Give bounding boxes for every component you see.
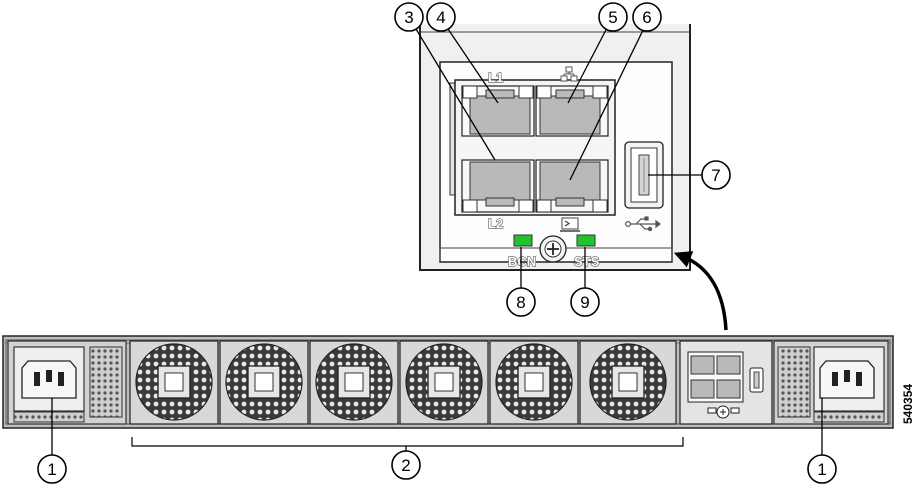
callout-9: 9 [570, 287, 600, 317]
curved-arrow-icon [673, 251, 728, 331]
svg-text:4: 4 [436, 8, 445, 27]
fan-module [399, 340, 489, 425]
chassis-rear-view [2, 335, 894, 429]
port-l2[interactable] [461, 159, 535, 213]
port-l1-label: L1 [488, 70, 503, 85]
beacon-label: BCN [508, 254, 536, 269]
fan-module [489, 340, 579, 425]
svg-text:5: 5 [608, 8, 617, 27]
usb-icon [624, 216, 661, 232]
svg-text:6: 6 [642, 8, 651, 27]
status-led [576, 234, 596, 247]
beacon-led [513, 234, 533, 247]
port-management-ethernet[interactable] [535, 85, 609, 137]
port-l2-label: L2 [488, 216, 503, 231]
fan-module [219, 340, 309, 425]
fan-module [579, 340, 677, 425]
callout-7: 7 [701, 160, 731, 190]
svg-text:8: 8 [516, 293, 525, 312]
svg-text:1: 1 [817, 460, 826, 479]
power-supply-right [773, 340, 889, 425]
console-icon [560, 217, 580, 232]
port-console[interactable] [535, 159, 609, 213]
network-icon [560, 66, 578, 82]
leader-lines [51, 23, 823, 457]
svg-text:9: 9 [580, 293, 589, 312]
callout-4: 4 [426, 2, 456, 32]
power-inlet-left[interactable] [21, 360, 77, 399]
callout-2: 2 [391, 450, 421, 480]
svg-text:2: 2 [401, 456, 410, 475]
status-label: STS [574, 254, 600, 269]
callout-8: 8 [506, 287, 536, 317]
management-module [679, 340, 773, 425]
svg-text:7: 7 [711, 166, 720, 185]
figure-id: 540354 [901, 384, 915, 424]
svg-text:3: 3 [404, 8, 413, 27]
fan-bracket-line [131, 437, 684, 447]
fan-module [129, 340, 219, 425]
fan-module [309, 340, 399, 425]
callout-5: 5 [598, 2, 628, 32]
svg-text:1: 1 [47, 460, 56, 479]
power-supply-left [7, 340, 127, 425]
power-inlet-right[interactable] [819, 360, 875, 399]
screw-icon [539, 235, 567, 263]
callout-3: 3 [394, 2, 424, 32]
callout-6: 6 [632, 2, 662, 32]
management-module-enlarged: L1 L2 [419, 24, 691, 271]
callout-1-right: 1 [807, 454, 837, 484]
port-l1[interactable] [461, 85, 535, 137]
callout-1-left: 1 [37, 454, 67, 484]
